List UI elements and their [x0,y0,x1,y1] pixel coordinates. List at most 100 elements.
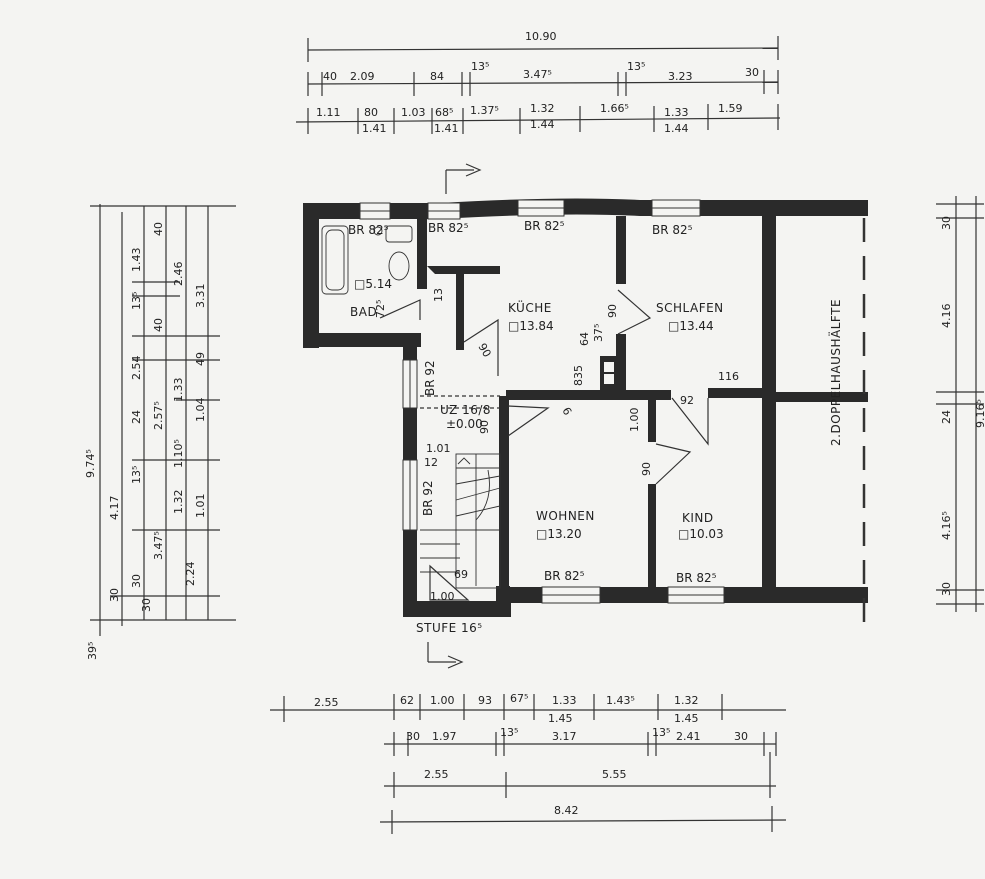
dim-left-c2-0: 13⁵ [130,292,143,310]
dim-left-total: 9.74⁵ [84,449,97,478]
mark-92: 92 [680,394,694,407]
room-wohnen: WOHNEN [536,509,595,523]
dim-bot-r1-1: 62 [400,694,414,707]
dim-top-r3b-2: 1.44 [530,118,555,131]
mark-90a: 90 [475,341,493,360]
dim-top-r3-2: 1.03 [401,106,426,119]
dim-bot-r1-6: 1.43⁵ [606,694,635,707]
dim-right-3: 4.16⁵ [940,511,953,540]
mark-13: 13 [432,288,445,302]
dim-top-r3-5: 1.32 [530,102,555,115]
room-bad: BAD [350,305,377,319]
dim-bot-total: 8.42 [554,804,579,817]
dim-top-r2-3: 13⁵ [471,60,489,73]
mark-69: 69 [454,568,468,581]
dim-top-r2-0: 40 [323,70,337,83]
bath-fixtures [321,225,413,295]
window-label-wohnen: BR 82⁵ [544,569,585,583]
mark-90b: 90 [606,304,619,318]
window-label-br92-b: BR 92 [421,480,435,516]
dim-left-c3-2: 2.57⁵ [152,401,165,430]
dim-bot-r2-3: 3.17 [552,730,577,743]
dim-bot-r3-1: 5.55 [602,768,627,781]
dim-left-c2-3: 30 [140,598,153,612]
label-uz: UZ 16/8 [440,403,491,417]
window-label-schlafen: BR 82⁵ [652,223,693,237]
mark-116: 116 [718,370,739,383]
window-label-bad: BR 82⁵ [348,223,389,237]
dim-bot-r2-6: 30 [734,730,748,743]
mark-12: 12 [424,456,438,469]
dim-top-r3b-1: 1.41 [434,122,459,135]
dim-right-4: 30 [940,582,953,596]
dim-bot-r2-5: 2.41 [676,730,701,743]
mark-835: 835 [572,365,585,386]
dim-bot-r2-0: 30 [406,730,420,743]
windows [359,199,725,604]
room-kueche: KÜCHE [508,299,552,315]
mark-90c: 90 [640,462,653,476]
dim-bot-r3-0: 2.55 [424,768,449,781]
dim-top-r3-6: 1.66⁵ [600,102,629,115]
neighbor-label: 2.DOPPELHAUSHÄLFTE [828,299,843,446]
dim-top-r3-0: 1.11 [316,106,341,119]
room-schlafen: SCHLAFEN [656,301,724,315]
window-label-br92-a: BR 92 [423,360,437,396]
walls [303,198,868,617]
dim-left-c1-0: 30 [108,588,121,602]
window-label-1: BR 82⁵ [428,221,469,235]
dim-left-c4-0: 40 [152,222,165,236]
dim-right-1: 4.16 [940,304,953,329]
dim-left-c4-2: 40 [152,318,165,332]
dim-left-c3-1: 2.54 [130,356,143,381]
bottom-dimension-chains: 2.55 62 1.00 93 67⁵ 1.33 1.43⁵ 1.32 1.45… [270,692,787,834]
dim-left-c4-5: 1.32 [172,490,185,515]
dim-top-total: 10.90 [525,30,557,43]
dim-left-c4-6: 2.24 [184,562,197,587]
dim-right-0: 30 [940,216,953,230]
dim-left-c2-1: 24 [130,410,143,424]
area-schlafen: □13.44 [668,319,714,333]
mark-6: 6 [559,405,574,418]
dim-top-r2-2: 84 [430,70,444,83]
staircase [420,395,501,589]
mark-64: 64 [578,332,591,346]
dim-top-r3-1: 80 [364,106,378,119]
dim-top-r3b-3: 1.44 [664,122,689,135]
plan-marks: 72⁵ 13 90 90 64 37⁵ 835 116 92 1.00 90 9… [374,288,739,603]
window-label-kueche: BR 82⁵ [524,219,565,233]
dim-bot-r1-3: 93 [478,694,492,707]
dim-left-c5-1: 49 [194,352,207,366]
room-labels: BR 82⁵ BR 82⁵ BR 82⁵ BR 82⁵ □5.14 BAD KÜ… [348,219,843,635]
dim-left-c1-2: 39⁵ [86,642,99,660]
section-marker-top [445,163,482,194]
mark-100b: 1.00 [430,590,455,603]
dim-left-c2-2: 13⁵ [130,466,143,484]
right-dimension-chain: 30 4.16 24 4.16⁵ 30 9.16⁵ [936,196,985,612]
dim-bot-r2-2: 13⁵ [500,726,518,739]
mark-725: 72⁵ [374,300,387,318]
dim-left-c3-4: 30 [130,574,143,588]
dim-top-r3-4: 1.37⁵ [470,104,499,117]
dim-bot-r1-2: 1.00 [430,694,455,707]
dim-bot-r1b-1: 1.45 [674,712,699,725]
dim-left-c4-4: 1.10⁵ [172,439,185,468]
dim-bot-r1b-0: 1.45 [548,712,573,725]
room-kind: KIND [682,511,714,525]
dim-left-c5-2: 1.04 [194,398,207,423]
mark-90d: 90 [478,420,491,434]
mark-375: 37⁵ [592,324,605,342]
area-wohnen: □13.20 [536,527,582,541]
dim-left-c4-1: 2.46 [172,262,185,287]
dim-top-r3-7: 1.33 [664,106,689,119]
section-marker-bottom [427,642,464,669]
dim-bot-r1-7: 1.32 [674,694,699,707]
label-level: ±0.00 [446,417,483,431]
mark-101: 1.01 [426,442,451,455]
dim-bot-r1-5: 1.33 [552,694,577,707]
dim-bot-r1-0: 2.55 [314,696,339,709]
dim-top-r3-8: 1.59 [718,102,743,115]
dim-right-2: 24 [940,410,953,424]
left-dimension-chains: 9.74⁵ 30 4.17 39⁵ 13⁵ 24 13⁵ 30 1.43 2.5… [84,204,236,660]
